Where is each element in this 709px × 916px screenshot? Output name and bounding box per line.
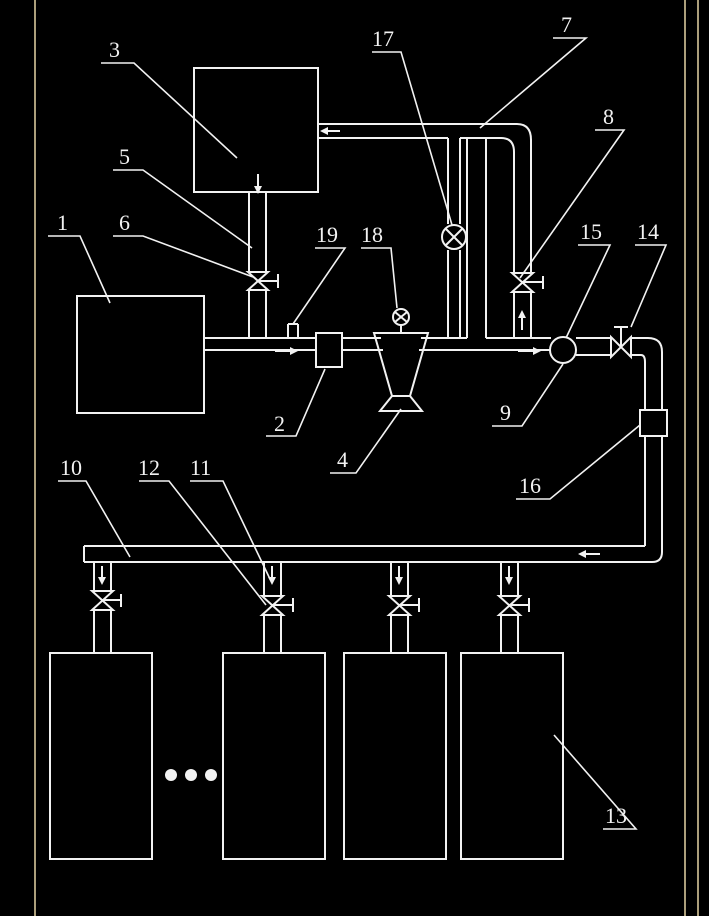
- arrow-down-icon: [98, 566, 106, 585]
- arrow-down-icon: [254, 174, 262, 194]
- label-6: 6: [119, 210, 130, 235]
- label-17: 17: [372, 26, 394, 51]
- filter-2: [315, 332, 343, 368]
- meter-16: [639, 409, 668, 437]
- ellipsis-dots: [165, 769, 217, 781]
- label-10: 10: [60, 455, 82, 480]
- arrow-down-icon: [395, 566, 403, 585]
- receiving-tank-1: [49, 652, 153, 860]
- label-7: 7: [561, 12, 572, 37]
- header-10: [83, 545, 645, 562]
- valve-14: [610, 326, 632, 360]
- tank-1: [76, 295, 205, 414]
- valve-8: [509, 272, 544, 293]
- label-13: 13: [605, 803, 627, 828]
- arrow-left-icon: [578, 550, 600, 558]
- vertical-pipe: [84, 337, 663, 563]
- branch-3: [386, 562, 420, 653]
- label-5: 5: [119, 144, 130, 169]
- receiving-tank-3: [343, 652, 447, 860]
- flow-arrows: [98, 127, 600, 585]
- label-4: 4: [337, 447, 348, 472]
- label-9: 9: [500, 400, 511, 425]
- arrow-up-icon: [518, 310, 526, 330]
- label-2: 2: [274, 411, 285, 436]
- label-19: 19: [316, 222, 338, 247]
- callout-labels: 1 2 3 4 5 6 7 8 9 10 11 12 13 14 15 16 1…: [57, 12, 659, 828]
- return-pipe-7: [318, 123, 532, 338]
- label-18: 18: [361, 222, 383, 247]
- label-12: 12: [138, 455, 160, 480]
- branch-1: [89, 562, 122, 653]
- receiving-tank-2: [222, 652, 326, 860]
- valve-6: [245, 271, 279, 291]
- arrow-right-icon: [518, 347, 541, 355]
- pipe-5: [248, 192, 267, 338]
- branch-2: [259, 562, 294, 653]
- pump-15: [549, 336, 577, 364]
- branch-4: [496, 562, 530, 653]
- gauge-18: [392, 308, 410, 333]
- stub-19: [287, 323, 299, 338]
- label-8: 8: [603, 104, 614, 129]
- drawing-frame: [34, 0, 699, 916]
- arrow-left-icon: [320, 127, 340, 135]
- arrow-down-icon: [505, 566, 513, 585]
- label-15: 15: [580, 219, 602, 244]
- leader-lines: [48, 37, 668, 830]
- arrow-right-icon: [275, 347, 298, 355]
- pipe-9: [576, 337, 648, 356]
- separator-4: [372, 332, 430, 412]
- label-3: 3: [109, 37, 120, 62]
- receiving-tank-13: [460, 652, 564, 860]
- label-14: 14: [637, 219, 659, 244]
- tank-3: [193, 67, 319, 193]
- label-16: 16: [519, 473, 541, 498]
- label-11: 11: [190, 455, 211, 480]
- label-1: 1: [57, 210, 68, 235]
- gauge-17: [441, 224, 467, 250]
